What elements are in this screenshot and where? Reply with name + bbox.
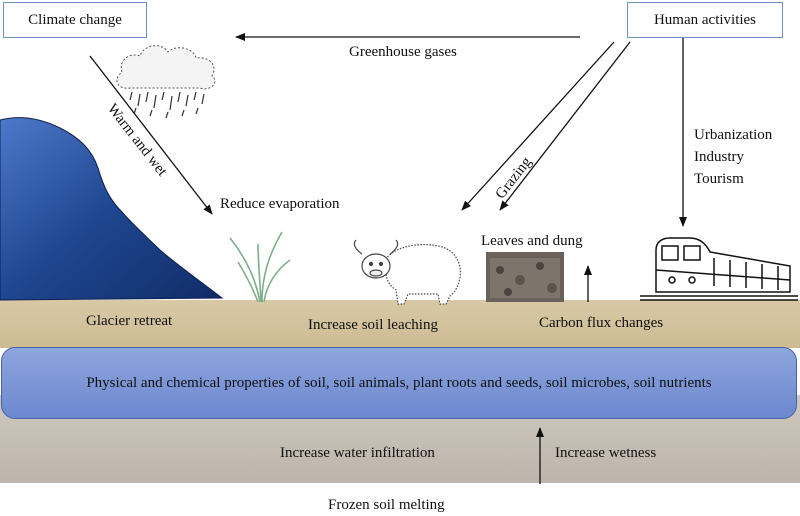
increase-soil-leaching-label: Increase soil leaching: [308, 317, 438, 333]
human-activities-label: Human activities: [653, 11, 757, 28]
carbon-flux-changes-label: Carbon flux changes: [539, 315, 664, 331]
urbanization-label: Urbanization: [694, 127, 773, 143]
climate-change-label: Climate change: [28, 11, 122, 28]
leaves-and-dung-label: Leaves and dung: [481, 233, 583, 249]
reduce-evaporation-label: Reduce evaporation: [220, 196, 340, 212]
human-activity-list: Urbanization Industry Tourism: [694, 124, 772, 190]
topsoil-layer: [0, 300, 800, 348]
soil-properties-label: Physical and chemical properties of soil…: [86, 374, 712, 391]
grass-icon: [229, 231, 291, 303]
increase-wetness-label: Increase wetness: [555, 445, 657, 461]
train-icon: [640, 237, 798, 301]
arrows: [89, 33, 687, 484]
warm-and-wet-arrow: [89, 55, 213, 215]
tourism-label: Tourism: [694, 171, 744, 187]
grazing-arrow-right: [499, 41, 631, 211]
glacier-icon: [0, 117, 224, 301]
soil-properties-band: Physical and chemical properties of soil…: [1, 347, 797, 419]
yak-icon: [353, 239, 461, 305]
climate-change-box: Climate change: [3, 2, 147, 38]
industry-label: Industry: [694, 149, 744, 165]
increase-water-infiltration-label: Increase water infiltration: [280, 445, 435, 461]
frozen-soil-melting-label: Frozen soil melting: [328, 497, 445, 513]
greenhouse-gases-label: Greenhouse gases: [349, 44, 457, 60]
human-activities-box: Human activities: [627, 2, 783, 38]
grazing-arrow-left: [461, 41, 615, 211]
rain-cloud-icon: [116, 45, 216, 119]
glacier-retreat-label: Glacier retreat: [86, 313, 173, 329]
dung-icon: [486, 252, 564, 302]
